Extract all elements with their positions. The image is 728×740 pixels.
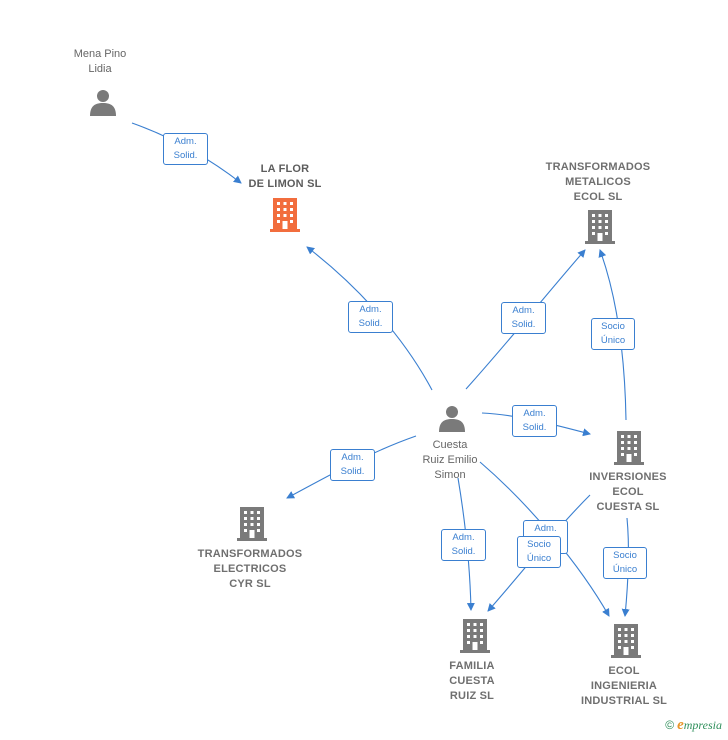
node-label-telectricos[interactable]: TRANSFORMADOS ELECTRICOS CYR SL (197, 548, 303, 590)
node-label-inversiones[interactable]: INVERSIONES ECOL CUESTA SL (589, 471, 667, 513)
node-label-laflor[interactable]: LA FLOR DE LIMON SL (248, 163, 322, 190)
building-icon[interactable] (270, 198, 300, 232)
node-label-tmetalicos[interactable]: TRANSFORMADOS METALICOS ECOL SL (545, 161, 651, 203)
edge-label-adm-solid[interactable]: Adm. Solid. (501, 302, 546, 334)
building-icon[interactable] (237, 507, 267, 541)
building-icon[interactable] (614, 431, 644, 465)
person-icon[interactable] (439, 406, 465, 432)
node-label-familia[interactable]: FAMILIA CUESTA RUIZ SL (449, 660, 495, 702)
copyright-icon: © (665, 718, 675, 732)
edge-label-adm-solid[interactable]: Adm. Solid. (441, 529, 486, 561)
brand-watermark: ©empresia (665, 717, 722, 734)
node-label-mena[interactable]: Mena Pino Lidia (73, 48, 127, 75)
building-icon[interactable] (460, 619, 490, 653)
edge-label-adm-solid[interactable]: Adm. Solid. (330, 449, 375, 481)
building-icon[interactable] (585, 210, 615, 244)
edge-label-adm-solid[interactable]: Adm. Solid. (348, 301, 393, 333)
brand-name: mpresia (683, 718, 722, 732)
edge-label-socio-unico[interactable]: Socio Único (517, 536, 561, 568)
brand-logo-initial: e (677, 717, 684, 733)
edge-label-adm-solid[interactable]: Adm. Solid. (163, 133, 208, 165)
edge-label-adm-solid[interactable]: Adm. Solid. (512, 405, 557, 437)
person-icon[interactable] (90, 90, 116, 116)
edge-label-socio-unico[interactable]: Socio Único (603, 547, 647, 579)
edge-label-socio-unico[interactable]: Socio Único (591, 318, 635, 350)
building-icon[interactable] (611, 624, 641, 658)
node-label-ecolingenieria[interactable]: ECOL INGENIERIA INDUSTRIAL SL (580, 665, 668, 707)
node-label-cuesta[interactable]: Cuesta Ruiz Emilio Simon (422, 439, 478, 481)
